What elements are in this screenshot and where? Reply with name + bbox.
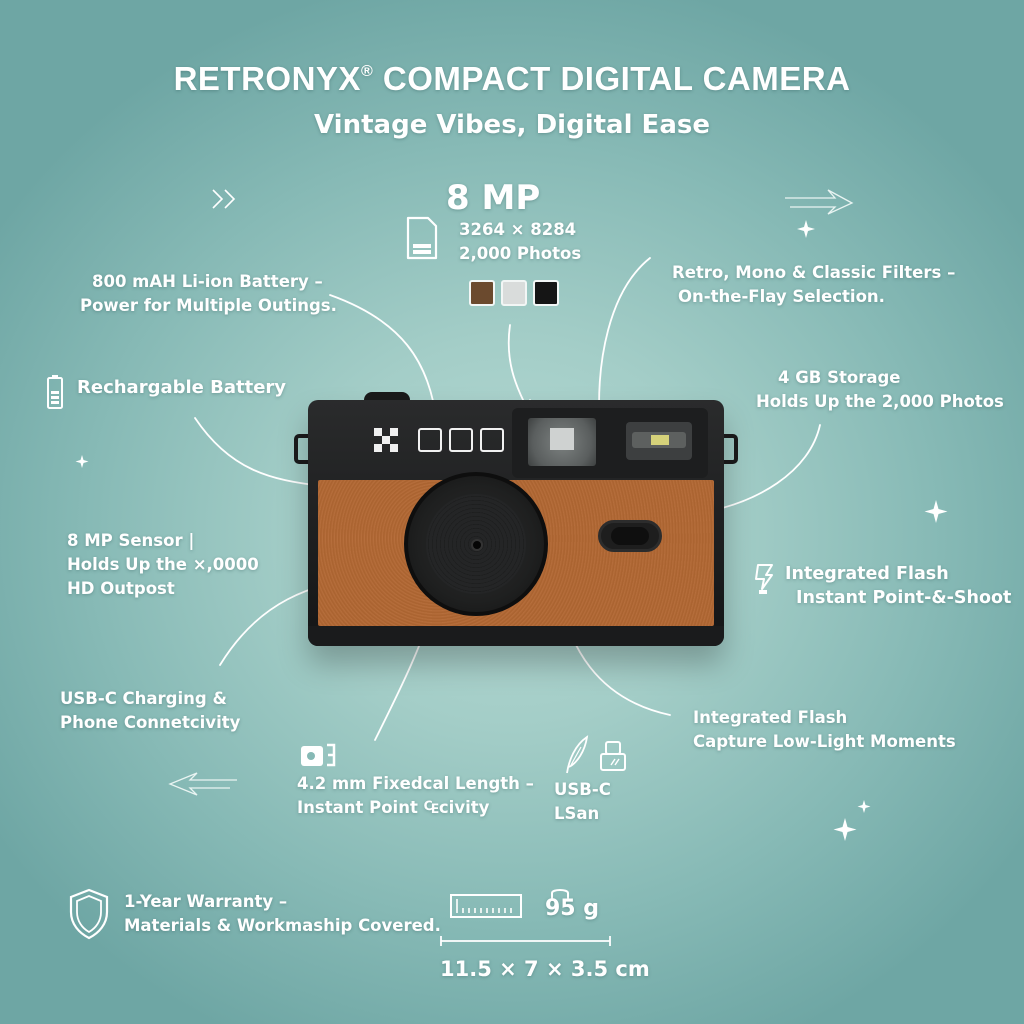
callout-line: 800 mAH Li-ion Battery – [92, 272, 323, 291]
callout-line: 8 MP Sensor | [67, 531, 195, 550]
registered-mark: ® [360, 63, 374, 80]
camera-icon [300, 741, 340, 771]
ruler-icon [449, 893, 523, 923]
callout-storage: 4 GB Storage Holds Up the 2,000 Photos [756, 366, 1004, 414]
viewfinder-window [528, 418, 596, 466]
battery-icon [46, 374, 64, 414]
callout-line: Instant Point ₠civity [297, 798, 490, 817]
dimensions-value: 11.5 × 7 × 3.5 cm [440, 957, 650, 981]
callout-line: Integrated Flash [785, 564, 949, 584]
double-chevron-icon [212, 189, 236, 209]
power-slider [598, 520, 662, 552]
callout-flash-top: Integrated Flash Instant Point-&-Shoot [785, 562, 1011, 610]
flash-bulb-icon [752, 563, 776, 601]
camera-illustration [294, 392, 738, 646]
left-arrow-icon [168, 772, 237, 796]
right-arrow-icon [785, 189, 854, 215]
warranty-text: 1-Year Warranty – Materials & Workmaship… [124, 890, 441, 938]
lens [404, 472, 548, 616]
callout-battery-capacity: 800 mAH Li-ion Battery – Power for Multi… [80, 270, 337, 318]
resolution-headline: 8 MP [446, 178, 541, 218]
callout-focal-length: 4.2 mm Fixedcal Length – Instant Point ₠… [297, 772, 534, 820]
callout-line: USB-C Charging & [60, 689, 227, 708]
mode-button-3 [480, 428, 504, 452]
lens-aperture [471, 539, 483, 551]
callout-line: 4.2 mm Fixedcal Length – [297, 774, 534, 793]
color-swatch-black [533, 280, 559, 306]
callout-usb-port: USB-C LSan [554, 778, 611, 826]
callout-line: Power for Multiple Outings. [80, 296, 337, 315]
color-swatch-silver [501, 280, 527, 306]
weight-icon [550, 886, 570, 905]
page-subtitle: Vintage Vibes, Digital Ease [314, 110, 710, 140]
warranty-line: 1-Year Warranty – [124, 892, 288, 911]
callout-line: Phone Connetcivity [60, 713, 241, 732]
callout-flash-bottom: Integrated Flash Capture Low-Light Momen… [693, 706, 956, 754]
weight-value: 95 g [545, 896, 600, 921]
flash-window [626, 422, 692, 460]
brand-name: RETRONYX [173, 60, 361, 97]
callout-line: On-the-Flay Selection. [678, 287, 885, 306]
title-rest: COMPACT DIGITAL CAMERA [382, 60, 851, 97]
camera-base [308, 626, 724, 646]
callout-line: HD Outpost [67, 579, 175, 598]
color-swatch-brown [469, 280, 495, 306]
callout-rechargeable: Rechargable Battery [77, 377, 287, 398]
callout-line: Capture Low-Light Moments [693, 732, 956, 751]
shield-icon [68, 888, 110, 944]
warranty-line: Materials & Workmaship Covered. [124, 916, 441, 935]
usb-port-icon [599, 740, 627, 776]
mode-button-2 [449, 428, 473, 452]
feather-icon [563, 735, 589, 779]
callout-line: Instant Point-&-Shoot [796, 588, 1012, 608]
logo-grid-icon [374, 428, 400, 454]
resolution-dimensions: 3264 × 8284 [459, 220, 577, 239]
shutter-dial [364, 392, 410, 402]
callout-line: Holds Up the ×,0000 [67, 555, 259, 574]
page-title: RETRONYX® COMPACT DIGITAL CAMERA [0, 60, 1024, 98]
callout-line: Retro, Mono & Classic Filters – [672, 263, 956, 282]
sd-card-icon [404, 214, 440, 262]
callout-line: Integrated Flash [693, 708, 848, 727]
callout-sensor: 8 MP Sensor | Holds Up the ×,0000 HD Out… [67, 529, 259, 601]
callout-line: Holds Up the 2,000 Photos [756, 392, 1004, 411]
callout-filters: Retro, Mono & Classic Filters – On-the-F… [672, 261, 955, 309]
callout-line: 4 GB Storage [778, 368, 901, 387]
mode-button-1 [418, 428, 442, 452]
resolution-capacity: 2,000 Photos [459, 244, 582, 263]
callout-line: LSan [554, 804, 600, 823]
viewfinder-panel [512, 408, 708, 478]
callout-line: USB-C [554, 780, 611, 799]
callout-usb-charging: USB-C Charging & Phone Connetcivity [60, 687, 240, 735]
